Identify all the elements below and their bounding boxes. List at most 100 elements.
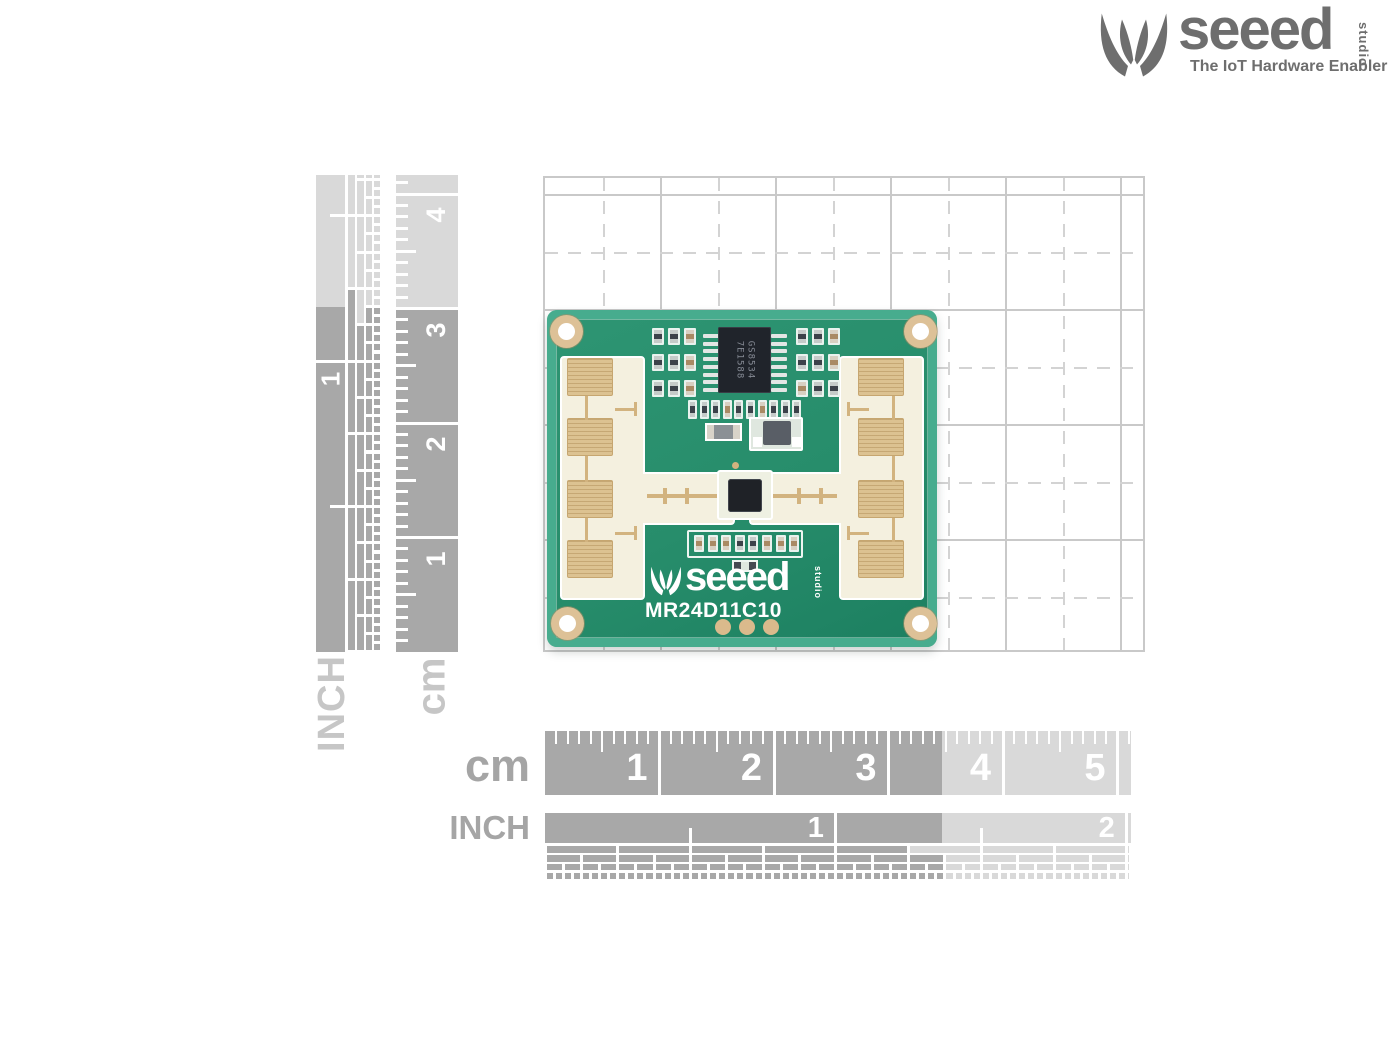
ruler-dash (628, 873, 635, 879)
pcb-board: GS8534 7E1588 seeed studio MR24D11 (547, 310, 937, 647)
antenna-stub (615, 408, 637, 411)
ruler-dash (1128, 864, 1130, 870)
brand-tagline: The IoT Hardware Enabler (1190, 58, 1388, 75)
ruler-dash (619, 855, 653, 862)
ruler-dash (728, 855, 762, 862)
antenna-stub (634, 402, 637, 416)
ruler-tick (761, 731, 764, 744)
test-pad (739, 619, 755, 635)
ruler-dash (374, 644, 380, 651)
ruler-tick (727, 731, 730, 744)
antenna-stub (847, 532, 869, 535)
ruler-dash (1091, 855, 1126, 862)
ruler-dash (591, 873, 599, 879)
ruler-dash (1128, 873, 1130, 879)
smd-component (652, 354, 664, 371)
ruler-dash (374, 408, 380, 415)
ruler-dash (1091, 873, 1099, 879)
test-pad (763, 619, 779, 635)
chip-pin (771, 380, 787, 385)
ruler-dash (357, 180, 364, 215)
smd-component (734, 535, 745, 552)
ruler-dash (357, 326, 364, 360)
ruler-tick (396, 547, 408, 551)
antenna-patch (858, 418, 904, 456)
ruler-tick (396, 226, 408, 230)
ruler-dash (374, 380, 380, 387)
smd-component (699, 400, 709, 419)
antenna-patch (858, 358, 904, 396)
ruler-dash (374, 398, 380, 406)
ruler-tick (396, 272, 408, 276)
grid-line (545, 251, 1143, 254)
ruler-number: 1 (316, 371, 346, 387)
ruler-dash (374, 362, 380, 369)
ruler-dash (691, 846, 762, 853)
ruler-dash (764, 846, 835, 853)
smd-component (812, 380, 824, 397)
ruler-dash (374, 462, 380, 469)
ruler-dash (374, 326, 380, 333)
ruler-tick (830, 731, 833, 752)
ruler-dash (855, 864, 871, 870)
ruler-tick (864, 731, 867, 744)
antenna-trace (892, 518, 895, 542)
ruler-number: 3 (855, 747, 877, 789)
ruler-dash (366, 235, 372, 251)
ruler-tick (396, 341, 408, 345)
ruler-dash (374, 453, 380, 460)
smd-component (652, 380, 664, 397)
feed-stub (797, 488, 801, 504)
ruler-dash (946, 855, 980, 862)
ruler-tick (818, 731, 821, 744)
ruler-dash (348, 508, 355, 578)
ruler-dash (873, 873, 880, 879)
ruler-tick (396, 627, 408, 631)
ruler-dash (366, 308, 372, 324)
brand-name: seeed (1178, 0, 1334, 62)
ruler-dash (637, 864, 653, 870)
grid-line (947, 178, 950, 650)
ruler-tick (396, 639, 408, 643)
ruler-dash (810, 873, 817, 879)
ruler-dash (1110, 873, 1117, 879)
ruler-dash (755, 873, 762, 879)
ruler-dash (673, 864, 689, 870)
ruler-tick (396, 581, 408, 585)
ruler-tick (396, 444, 408, 448)
smd-component (775, 535, 786, 552)
ruler-tick (396, 478, 416, 482)
ruler-dash (637, 873, 644, 879)
ruler-dash (1028, 873, 1035, 879)
ruler-dash (1019, 864, 1035, 870)
ruler-tick (1070, 731, 1073, 744)
ruler-dash (374, 226, 380, 233)
ruler-dash (374, 198, 380, 206)
feed-trace (749, 494, 837, 498)
ruler-dash (837, 873, 844, 879)
ruler-dash (1001, 864, 1017, 870)
ruler-dash (1046, 873, 1053, 879)
ruler-dash (673, 873, 680, 879)
ruler-tick (396, 295, 408, 299)
ruler-dash (348, 362, 355, 433)
ruler-dash (655, 855, 689, 862)
ruler-dash (357, 175, 364, 178)
ruler-tick (704, 731, 707, 744)
ruler-dash (728, 873, 735, 879)
ruler-dash (357, 508, 364, 542)
ruler-tick (330, 505, 354, 509)
antenna-patch (858, 540, 904, 578)
ruler-dash (1055, 855, 1089, 862)
ruler-dash (374, 389, 380, 396)
ruler-tick (396, 467, 408, 471)
ruler-divider (887, 731, 890, 795)
chip-pin (771, 364, 787, 369)
ruler-dash (366, 180, 372, 196)
ruler-dash (882, 873, 889, 879)
chip-pin (771, 357, 787, 362)
ruler-tick (1024, 731, 1027, 744)
ruler-dash (374, 289, 380, 296)
resistor (705, 423, 742, 441)
ruler-dash (1064, 873, 1071, 879)
